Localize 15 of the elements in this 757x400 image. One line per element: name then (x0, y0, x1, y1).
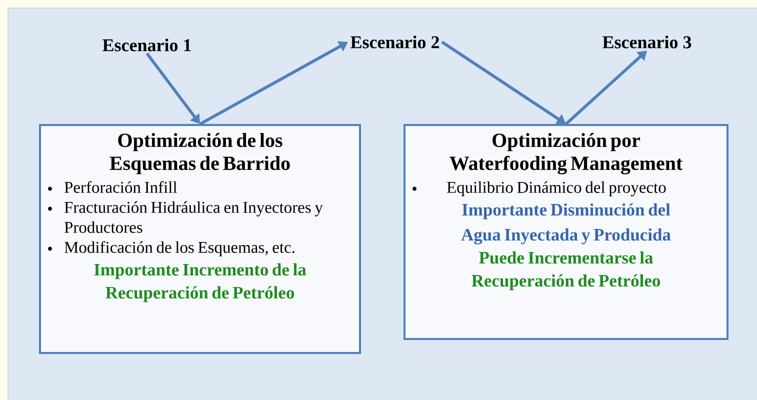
process-box (39, 124, 361, 354)
bullet-item: Modificación de los Esquemas, etc. (64, 241, 294, 256)
result-text: Importante Disminución del Agua Inyectada y Producida (461, 203, 671, 244)
bullet-item: Equilibrio Dinámico del proyecto (446, 181, 666, 196)
scenario-label: Escenario 1 (102, 38, 191, 52)
bullet-item: Perforación Infill (64, 181, 177, 193)
box-heading: Optimización de los Esquemas de Barrido (110, 133, 290, 174)
result-text: Puede Incrementarse la Recuperación de Petróleo (472, 251, 660, 290)
arrow (565, 50, 647, 126)
bullet-item: Fracturación Hidráulica en Inyectores y Productores (64, 201, 323, 233)
scenario-label: Escenario 3 (602, 36, 692, 48)
process-box (404, 124, 728, 340)
box-heading: Optimización por Waterfooding Management (450, 133, 683, 174)
result-text: Importante Incremento de la Recuperación de Petróleo (94, 263, 306, 302)
scenario-label: Escenario 2 (350, 36, 439, 48)
